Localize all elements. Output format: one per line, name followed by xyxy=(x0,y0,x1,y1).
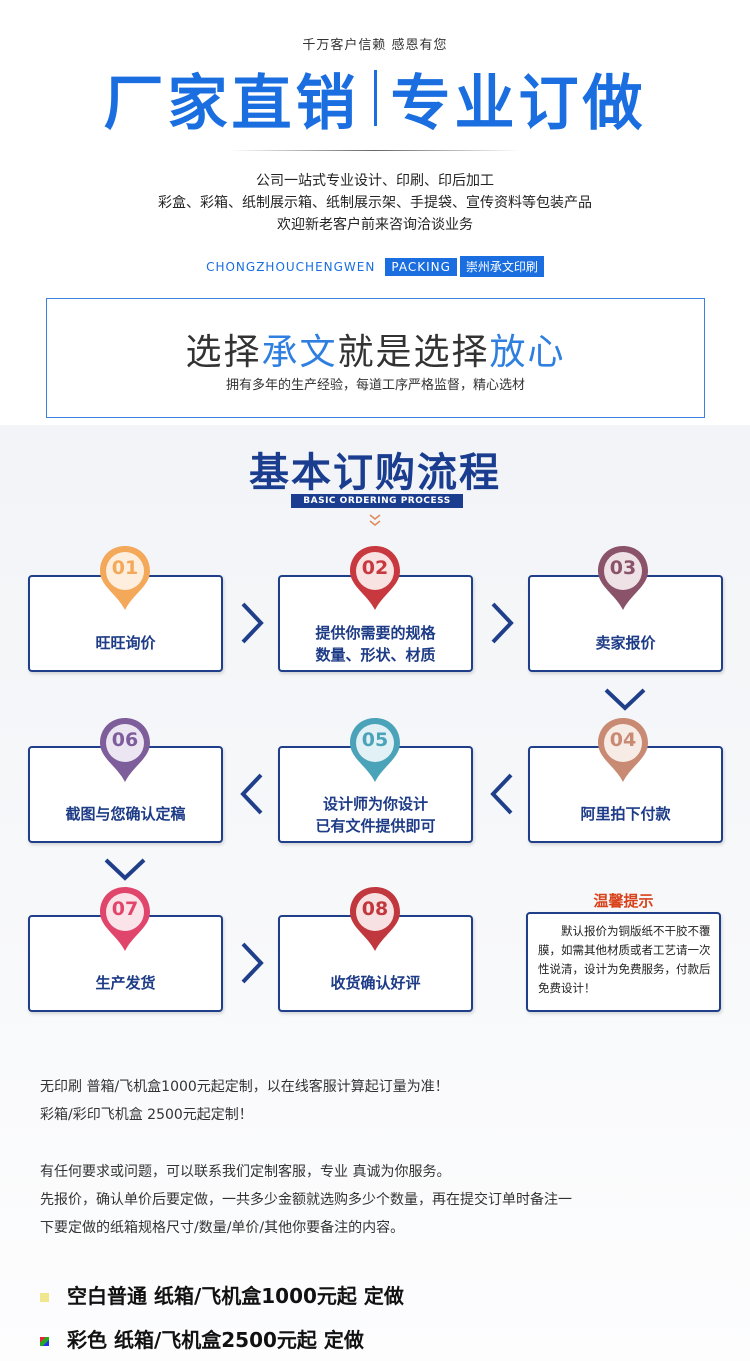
yellow-square-icon xyxy=(40,1293,49,1302)
map-pin-icon xyxy=(598,546,648,610)
step-pin-05: 05 xyxy=(347,716,403,786)
top-section: 千万客户信赖 感恩有您 厂家直销 专业订做 公司一站式专业设计、印刷、印后加工 … xyxy=(0,0,750,425)
step-number: 08 xyxy=(361,898,389,920)
notice-text: 默认报价为铜版纸不干胶不覆膜，如需其他材质或者工艺请一次性说清，设计为免费服务，… xyxy=(538,924,711,995)
step-number: 07 xyxy=(111,898,139,920)
step-number: 04 xyxy=(609,729,637,751)
notice-title: 温馨提示 xyxy=(593,892,654,910)
color-square-icon xyxy=(40,1337,49,1346)
step-label: 已有文件提供即可 xyxy=(315,817,436,835)
step-number: 06 xyxy=(111,729,139,751)
map-pin-icon xyxy=(350,718,400,782)
promise-slogan: 选择承文就是选择放心 xyxy=(47,323,704,375)
promise-subtitle: 拥有多年的生产经验，每道工序严格监督，精心选材 xyxy=(225,378,525,393)
step-label: 旺旺询价 xyxy=(95,634,156,652)
chevron-left-icon xyxy=(490,773,513,815)
step-pin-03: 03 xyxy=(595,544,651,614)
step-label: 设计师为你设计 xyxy=(322,795,428,813)
brand-strip: CHONGZHOUCHENGWEN PACKING 崇州承文印刷 xyxy=(0,256,750,277)
step-label: 卖家报价 xyxy=(595,634,656,652)
step-label: 生产发货 xyxy=(95,974,156,992)
double-chevron-down-icon xyxy=(369,514,381,526)
note-line: 下要定做的纸箱规格尺寸/数量/单价/其他你要备注的内容。 xyxy=(40,1220,405,1236)
step-label: 数量、形状、材质 xyxy=(315,646,436,664)
price-blank: 空白普通 纸箱/飞机盒1000元起 定做 xyxy=(40,1280,404,1309)
step-pin-02: 02 xyxy=(347,544,403,614)
step-number: 01 xyxy=(111,557,139,579)
note-line: 彩箱/彩印飞机盒 2500元起定制！ xyxy=(40,1107,253,1123)
step-label: 截图与您确认定稿 xyxy=(65,805,186,823)
chevron-left-icon xyxy=(240,773,263,815)
brand-chinese: 崇州承文印刷 xyxy=(459,256,544,277)
chevron-down-icon xyxy=(604,688,646,711)
price-blank-text: 空白普通 纸箱/飞机盒1000元起 定做 xyxy=(67,1284,404,1308)
promise-part: 选择 xyxy=(185,332,262,373)
brand-english: CHONGZHOUCHENGWEN xyxy=(206,259,376,274)
tagline: 千万客户信赖 感恩有您 xyxy=(302,38,448,53)
chevron-right-icon xyxy=(241,942,264,984)
divider-line xyxy=(230,150,520,151)
notice-box: 默认报价为铜版纸不干胶不覆膜，如需其他材质或者工艺请一次性说清，设计为免费服务，… xyxy=(526,912,721,1012)
process-subtitle: BASIC ORDERING PROCESS xyxy=(291,494,463,508)
step-label: 收货确认好评 xyxy=(330,974,421,992)
note-line: 无印刷 普箱/飞机盒1000元起定制，以在线客服计算起订量为准！ xyxy=(40,1079,449,1095)
map-pin-icon xyxy=(350,887,400,951)
intro-line: 欢迎新老客户前来咨询洽谈业务 xyxy=(277,217,473,233)
chevron-down-icon xyxy=(104,858,146,881)
price-color-text: 彩色 纸箱/飞机盒2500元起 定做 xyxy=(67,1328,364,1352)
price-color: 彩色 纸箱/飞机盒2500元起 定做 xyxy=(40,1324,364,1353)
step-pin-08: 08 xyxy=(347,885,403,955)
promise-highlight: 放心 xyxy=(489,332,566,373)
step-number: 05 xyxy=(361,729,389,751)
promise-brand: 承文 xyxy=(261,332,338,373)
map-pin-icon xyxy=(350,546,400,610)
map-pin-icon xyxy=(598,718,648,782)
step-number: 03 xyxy=(609,557,637,579)
step-pin-07: 07 xyxy=(97,885,153,955)
step-pin-06: 06 xyxy=(97,716,153,786)
note-line: 有任何要求或问题，可以联系我们定制客服，专业 真诚为你服务。 xyxy=(40,1164,451,1180)
chevron-right-icon xyxy=(241,602,264,644)
step-box-05: 设计师为你设计 已有文件提供即可 xyxy=(278,746,473,843)
intro-text: 公司一站式专业设计、印刷、印后加工 彩盒、彩箱、纸制展示箱、纸制展示架、手提袋、… xyxy=(0,170,750,236)
intro-line: 彩盒、彩箱、纸制展示箱、纸制展示架、手提袋、宣传资料等包装产品 xyxy=(158,195,592,211)
headline: 厂家直销 专业订做 xyxy=(0,58,750,139)
headline-left: 厂家直销 xyxy=(103,68,360,139)
step-number: 02 xyxy=(361,557,389,579)
headline-divider xyxy=(373,70,377,126)
brand-packing: PACKING xyxy=(385,257,457,276)
note-line: 先报价，确认单价后要定做，一共多少金额就选购多少个数量，再在提交订单时备注一 xyxy=(40,1192,572,1208)
step-pin-04: 04 xyxy=(595,716,651,786)
map-pin-icon xyxy=(100,887,150,951)
step-label: 阿里拍下付款 xyxy=(580,805,671,823)
process-title: 基本订购流程 xyxy=(249,450,501,496)
chevron-right-icon xyxy=(491,602,514,644)
step-label: 提供你需要的规格 xyxy=(315,624,436,642)
headline-right: 专业订做 xyxy=(390,68,647,139)
map-pin-icon xyxy=(100,546,150,610)
step-pin-01: 01 xyxy=(97,544,153,614)
promise-box: 选择承文就是选择放心 拥有多年的生产经验，每道工序严格监督，精心选材 xyxy=(46,298,705,418)
map-pin-icon xyxy=(100,718,150,782)
intro-line: 公司一站式专业设计、印刷、印后加工 xyxy=(256,173,494,189)
promise-part: 就是选择 xyxy=(337,332,490,373)
